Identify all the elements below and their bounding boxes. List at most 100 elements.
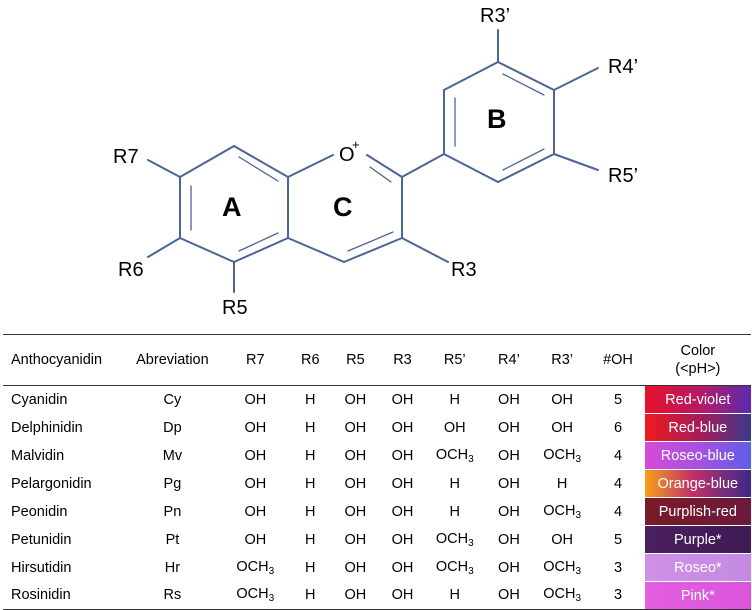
r6-cell: H — [305, 391, 316, 408]
color-swatch-cell: Purplish-red — [644, 497, 751, 526]
oh-count-cell: 3 — [591, 581, 645, 610]
oh-count-cell: 5 — [613, 391, 623, 408]
r5-prime-cell: H — [449, 391, 461, 408]
r6-cell: H — [305, 503, 316, 520]
r5-prime-cell: OCH3 — [435, 558, 474, 577]
header-color-ph: (<pH>) — [675, 361, 721, 377]
abbreviation-cell: Pt — [165, 531, 180, 548]
color-swatch-cell: Red-violet — [644, 385, 751, 414]
r6-cell: H — [305, 419, 316, 436]
r3-cell: OH — [391, 391, 414, 408]
header-color: Color (<pH>) — [644, 334, 751, 386]
r4-prime-cell: OH — [498, 475, 520, 492]
molecule-bonds — [147, 29, 599, 293]
ring-a-label: A — [222, 192, 242, 222]
r5-cell: OH — [344, 559, 367, 576]
header-anthocyanidin: Anthocyanidin — [3, 334, 125, 386]
r5-cell: OH — [344, 447, 367, 464]
color-swatch-cell: Orange-blue — [644, 469, 751, 498]
r5-prime-cell: OCH3 — [435, 530, 474, 549]
r5-cell: OH — [344, 419, 367, 436]
r7-cell: OH — [244, 391, 267, 408]
r4-prime-cell: OH — [498, 503, 520, 520]
header-r6: R6 — [290, 334, 331, 386]
r3-cell: OH — [380, 581, 425, 610]
r5-cell: OH — [344, 503, 367, 520]
r5-prime-cell: H — [449, 475, 461, 492]
abbreviation-cell: Pg — [163, 475, 182, 492]
anthocyanidin-name-cell: Petunidin — [11, 531, 72, 548]
abbreviation-cell: Dp — [163, 419, 182, 436]
r5-prime-label: R5’ — [608, 165, 638, 187]
r3-prime-cell: H — [556, 475, 568, 492]
anthocyanidin-name-cell: Malvidin — [11, 447, 65, 464]
oxygen-charge-label: + — [352, 137, 360, 152]
r3-cell: OH — [391, 559, 414, 576]
r5-label: R5 — [222, 297, 248, 319]
r4-prime-cell: OH — [498, 447, 520, 464]
abbreviation-cell: Pn — [163, 503, 182, 520]
abbreviation-cell: Hr — [164, 559, 181, 576]
r3-prime-cell: OH — [551, 419, 574, 436]
anthocyanidin-name-cell: Cyanidin — [11, 391, 68, 408]
ring-b-label: B — [487, 104, 507, 134]
r5-prime-cell: OH — [443, 419, 466, 436]
oh-count-cell: 4 — [613, 503, 623, 520]
r7-cell: OCH3 — [236, 558, 275, 577]
r7-cell: OH — [244, 419, 267, 436]
oxygen-atom-label: O — [339, 144, 355, 166]
r7-cell: OH — [244, 503, 267, 520]
header-abbreviation: Abreviation — [124, 334, 221, 386]
r5-cell: OH — [344, 475, 367, 492]
anthocyanidin-name-cell: Pelargonidin — [11, 475, 92, 492]
r7-cell: OH — [244, 475, 267, 492]
header-r5-prime: R5’ — [424, 334, 485, 386]
abbreviation-cell: Cy — [163, 391, 182, 408]
table-header-row: Anthocyanidin Abreviation R7 R6 R5 R3 R5… — [3, 334, 751, 386]
oh-count-cell: 3 — [613, 559, 623, 576]
r3-cell: OH — [391, 531, 414, 548]
anthocyanidin-structure-diagram: O + A C B R7 R6 R5 R3 R3’ R4’ R5’ — [113, 5, 638, 319]
r4-prime-cell: OH — [498, 391, 520, 408]
r7-label: R7 — [113, 146, 139, 168]
color-swatch-cell: Pink* — [644, 581, 751, 610]
r6-cell: H — [305, 475, 316, 492]
header-oh-count: #OH — [591, 334, 645, 386]
r5-prime-cell: H — [449, 503, 461, 520]
r5-prime-cell: OCH3 — [435, 446, 474, 465]
oh-count-cell: 4 — [613, 447, 623, 464]
r3-prime-cell: OCH3 — [543, 558, 582, 577]
r3-prime-cell: OH — [551, 531, 574, 548]
anthocyanidin-name-cell: Delphinidin — [11, 419, 83, 436]
abbreviation-cell: Rs — [124, 581, 221, 610]
color-swatch-cell: Roseo-blue — [644, 441, 751, 470]
anthocyanidin-name-cell: Rosinidin — [3, 581, 125, 610]
header-r3-prime: R3’ — [532, 334, 592, 386]
r6-cell: H — [305, 559, 316, 576]
header-r3: R3 — [380, 334, 425, 386]
r5-prime-cell: H — [424, 581, 485, 610]
r3-prime-cell: OCH3 — [532, 581, 592, 610]
oh-count-cell: 4 — [613, 475, 623, 492]
r3-cell: OH — [391, 503, 414, 520]
ring-c-label: C — [333, 192, 353, 222]
anthocyanidin-table: Anthocyanidin Abreviation R7 R6 R5 R3 R5… — [3, 334, 751, 610]
r6-cell: H — [305, 447, 316, 464]
oh-count-cell: 6 — [613, 419, 623, 436]
r7-cell: OH — [244, 447, 267, 464]
color-swatch-cell: Purple* — [644, 525, 751, 554]
r3-label: R3 — [451, 259, 477, 281]
color-swatch-cell: Red-blue — [644, 413, 751, 442]
r3-prime-cell: OCH3 — [543, 502, 582, 521]
r6-cell: H — [290, 581, 331, 610]
r4-prime-cell: OH — [498, 531, 520, 548]
